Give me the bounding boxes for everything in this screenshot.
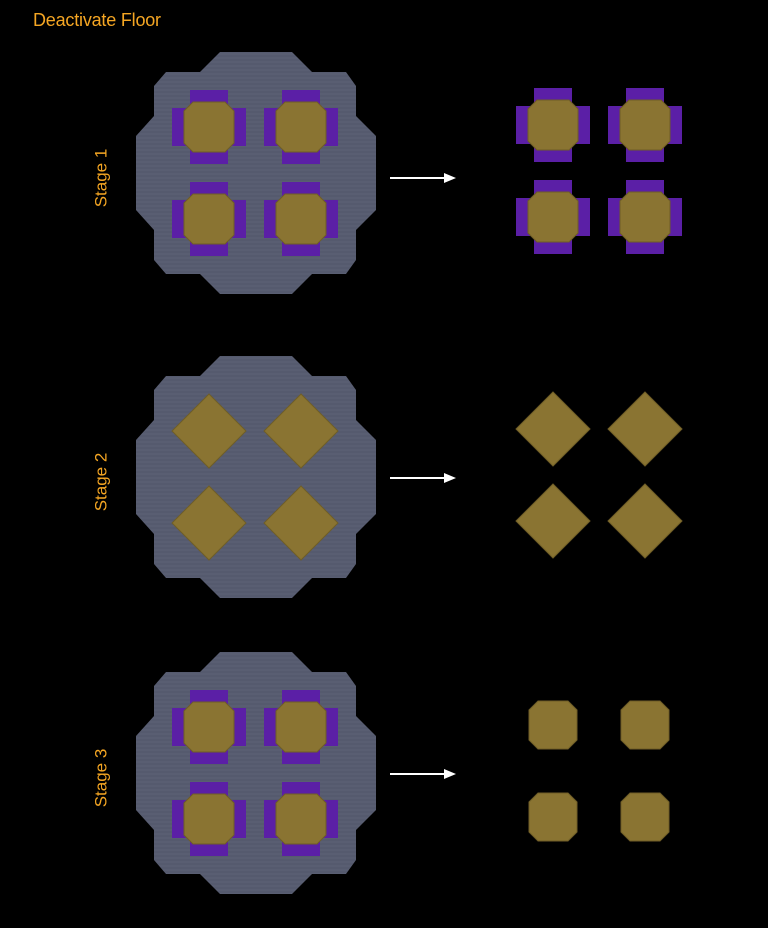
tan-octagon-tile (619, 99, 671, 151)
grey-floor-base (136, 52, 376, 294)
stage-1-arrow (390, 173, 456, 183)
diagram-title: Deactivate Floor (33, 10, 161, 30)
stage-2-arrow (390, 473, 456, 483)
stage-1-label: Stage 1 (91, 148, 111, 208)
tan-diamond-tile-3 (171, 485, 247, 561)
purple-cross-tile-2 (264, 90, 338, 164)
tan-diamond-tile-4 (607, 483, 683, 559)
stage-2-floor-platform (136, 356, 376, 598)
stage-3-row: Stage 3 (0, 628, 768, 928)
tan-diamond-tile-2 (607, 391, 683, 467)
stage-2-label: Stage 2 (91, 452, 111, 512)
tan-octagon-tile (183, 793, 235, 845)
tan-diamond-tile-1 (171, 393, 247, 469)
stage-1-result (516, 88, 682, 254)
purple-cross-tile-4 (608, 180, 682, 254)
purple-cross-tile-3 (516, 180, 590, 254)
purple-cross-tile-1 (516, 88, 590, 162)
tan-octagon-tile (183, 101, 235, 153)
tan-diamond-tile-1 (515, 391, 591, 467)
tan-octagon-tile (527, 191, 579, 243)
stage-2-row: Stage 2 (0, 332, 768, 632)
stage-1-floor-platform (136, 52, 376, 294)
tan-octagon-tile (275, 193, 327, 245)
purple-cross-tile-3 (172, 782, 246, 856)
purple-cross-tile-4 (264, 782, 338, 856)
tan-octagon-tile (527, 99, 579, 151)
tan-octagon-tile-1 (528, 700, 578, 750)
tan-diamond-tile-3 (515, 483, 591, 559)
tan-octagon-tile (183, 701, 235, 753)
purple-cross-tile-1 (172, 90, 246, 164)
tan-octagon-tile (619, 191, 671, 243)
purple-cross-tile-2 (264, 690, 338, 764)
tan-diamond-tile-4 (263, 485, 339, 561)
purple-cross-tile-4 (264, 182, 338, 256)
stage-3-result (528, 700, 670, 842)
tan-octagon-tile (275, 793, 327, 845)
tan-octagon-tile (275, 101, 327, 153)
tan-octagon-tile (183, 193, 235, 245)
grey-floor-base (136, 356, 376, 598)
grey-floor-base (136, 652, 376, 894)
stage-3-floor-platform (136, 652, 376, 894)
stage-2-result (515, 391, 683, 559)
stage-3-arrow (390, 769, 456, 779)
tan-octagon-tile-4 (620, 792, 670, 842)
tan-octagon-tile-2 (620, 700, 670, 750)
purple-cross-tile-1 (172, 690, 246, 764)
purple-cross-tile-2 (608, 88, 682, 162)
stage-1-row: Stage 1 (0, 28, 768, 328)
purple-cross-tile-3 (172, 182, 246, 256)
tan-octagon-tile (275, 701, 327, 753)
tan-octagon-tile-3 (528, 792, 578, 842)
stage-3-label: Stage 3 (91, 748, 111, 808)
tan-diamond-tile-2 (263, 393, 339, 469)
